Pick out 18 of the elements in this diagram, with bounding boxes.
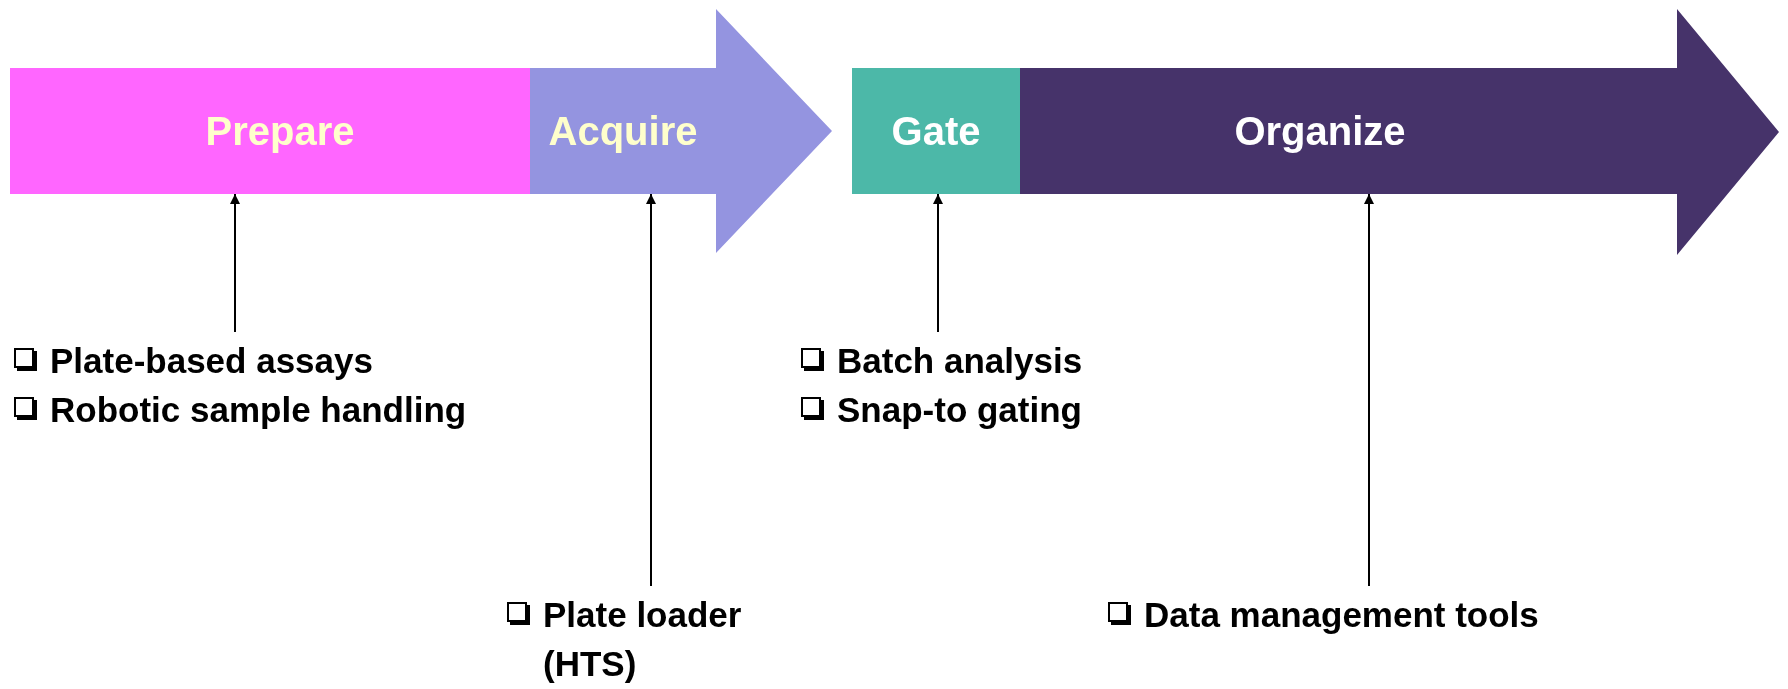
- list-item-text: Robotic sample handling: [50, 389, 467, 431]
- arrow: [646, 193, 656, 587]
- arrow-segment: [530, 9, 832, 253]
- list-item-text: Data management tools: [1144, 594, 1539, 636]
- list-item-text: Batch analysis: [837, 340, 1083, 382]
- list-item-text: Plate loader (HTS): [543, 594, 743, 685]
- arrow: [1364, 193, 1374, 587]
- arrow: [230, 193, 240, 333]
- process-segment: [10, 68, 530, 194]
- list-item-text: Snap-to gating: [837, 389, 1082, 431]
- arrow-segment: [1020, 9, 1779, 255]
- list-item-text: Plate-based assays: [50, 340, 373, 382]
- process-segment: [852, 68, 1020, 194]
- stage-label: Gate: [891, 108, 981, 154]
- arrow: [933, 193, 943, 333]
- stage-label: Acquire: [548, 108, 698, 154]
- stage-label: Prepare: [205, 108, 355, 154]
- stage-label: Organize: [1234, 108, 1406, 154]
